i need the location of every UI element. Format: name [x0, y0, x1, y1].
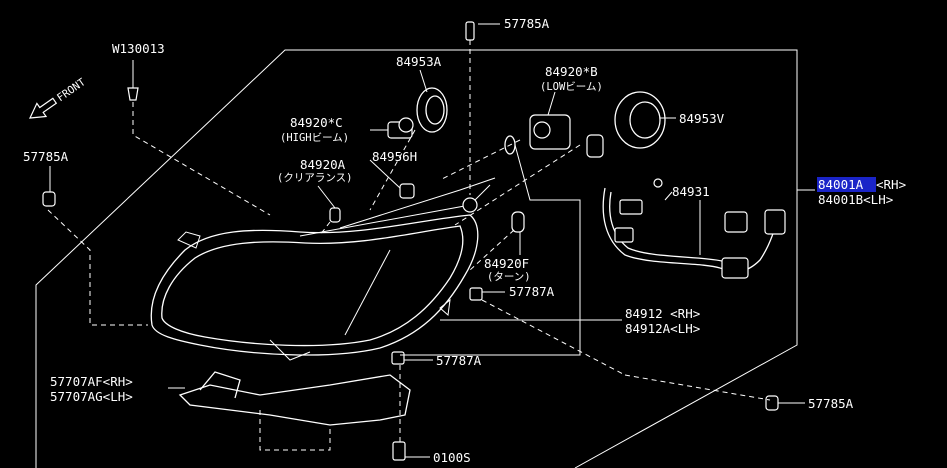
bolt-57785a[interactable]	[42, 21, 779, 411]
label-84001a[interactable]: 84001A	[818, 177, 864, 192]
label-84920f[interactable]: 84920F	[484, 256, 529, 271]
label-84920b-sub: (LOWビーム)	[540, 81, 603, 93]
seal-84953a[interactable]	[416, 87, 448, 133]
label-84920c[interactable]: 84920*C	[290, 115, 343, 130]
label-84920f-sub: (ターン)	[487, 271, 531, 283]
label-w130013[interactable]: W130013	[112, 41, 165, 56]
label-84001b[interactable]: 84001B<LH>	[818, 192, 893, 207]
leader-lines	[49, 23, 815, 458]
label-84001a-highlight[interactable]: 84001A <RH>	[817, 177, 906, 192]
label-84912[interactable]: 84912 <RH>	[625, 306, 700, 321]
label-57785a-top[interactable]: 57785A	[504, 16, 550, 31]
seal-84953v[interactable]	[614, 91, 666, 149]
label-84956h[interactable]: 84956H	[372, 149, 417, 164]
clip-w130013[interactable]	[127, 87, 139, 101]
label-57707af[interactable]: 57707AF<RH>	[50, 374, 133, 389]
bulb-high-beam[interactable]	[387, 117, 414, 139]
screw-0100s[interactable]	[392, 441, 406, 461]
label-84931[interactable]: 84931	[672, 184, 710, 199]
label-57707ag[interactable]: 57707AG<LH>	[50, 389, 133, 404]
assembly-guides	[47, 40, 771, 451]
label-84920a-sub: (クリアランス)	[277, 172, 352, 184]
label-84920b[interactable]: 84920*B	[545, 64, 598, 79]
frame-box	[35, 49, 798, 468]
bulb-low-beam[interactable]	[586, 134, 604, 158]
bracket-57707a[interactable]	[178, 371, 411, 426]
label-57785a-left[interactable]: 57785A	[23, 149, 69, 164]
label-84001a-side: <RH>	[876, 177, 906, 192]
label-84953v[interactable]: 84953V	[679, 111, 725, 126]
label-57787a-low[interactable]: 57787A	[436, 353, 482, 368]
label-0100s[interactable]: 0100S	[433, 450, 471, 465]
socket-low-beam[interactable]	[529, 114, 571, 150]
front-label: FRONT	[55, 76, 88, 104]
label-84953a[interactable]: 84953A	[396, 54, 442, 69]
cap-84956h[interactable]	[399, 183, 415, 199]
bulb-turn[interactable]	[511, 211, 525, 233]
bulb-clearance[interactable]	[329, 207, 341, 223]
label-84920a[interactable]: 84920A	[300, 157, 346, 172]
front-arrow: FRONT	[29, 76, 88, 119]
label-57785a-bottom[interactable]: 57785A	[808, 396, 854, 411]
label-84920c-sub: (HIGHビーム)	[280, 132, 349, 144]
label-57787a-mid[interactable]: 57787A	[509, 284, 555, 299]
headlamp-assembly[interactable]	[150, 177, 496, 361]
label-84912a[interactable]: 84912A<LH>	[625, 321, 700, 336]
wire-harness[interactable]	[602, 178, 786, 279]
